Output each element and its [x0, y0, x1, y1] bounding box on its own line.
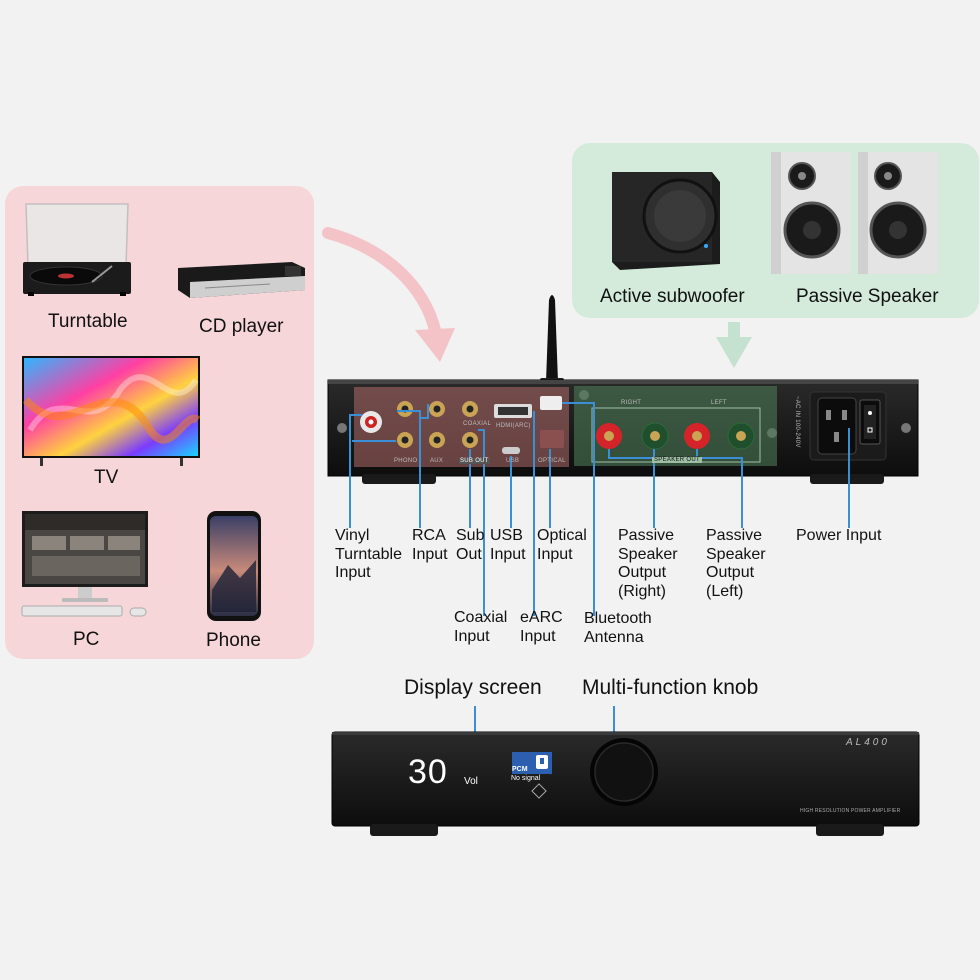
speaker-out-label: SPEAKER OUT: [652, 457, 702, 463]
model-description: HIGH RESOLUTION POWER AMPLIFIER: [800, 808, 901, 814]
callout-power-input: Power Input: [796, 527, 882, 544]
callout-coaxial-input: Coaxial Input: [454, 609, 508, 645]
flow-arrow-green: [716, 322, 752, 368]
callout-passive-speaker-right: Passive Speaker Output (Right): [618, 527, 678, 600]
pc-image: [21, 511, 148, 617]
hdmi-port-label: HDMI(ARC): [496, 423, 531, 429]
no-signal-indicator: No signal: [511, 775, 541, 782]
pc-label: PC: [73, 629, 100, 650]
callout-usb-input: USB Input: [490, 527, 526, 563]
ac-input-rating: ~AC IN 100-240V: [794, 396, 800, 448]
tv-label: TV: [94, 467, 119, 488]
cd-player-label: CD player: [199, 316, 284, 337]
tv-image: [22, 356, 201, 466]
display-screen-label: Display screen: [404, 676, 542, 699]
callout-optical-input: Optical Input: [537, 527, 587, 563]
subwoofer-image: [612, 172, 720, 270]
coaxial-port-label: COAXIAL: [463, 421, 492, 427]
turntable-image: [23, 203, 131, 296]
phono-port-label: PHONO: [394, 458, 418, 464]
callout-lines: [349, 402, 850, 770]
phone-label: Phone: [206, 630, 261, 651]
amplifier-rear-panel: [327, 295, 919, 484]
callout-vinyl-turntable-input: Vinyl Turntable Input: [335, 527, 402, 581]
passive-speaker-label: Passive Speaker: [796, 286, 939, 307]
callout-bluetooth-antenna: Bluetooth Antenna: [584, 610, 652, 646]
phone-image: [207, 511, 261, 621]
right-channel-label: RIGHT: [621, 400, 642, 406]
volume-unit: Vol: [464, 776, 478, 787]
amplifier-front-panel: [331, 731, 920, 836]
aux-port-label: AUX: [430, 458, 444, 464]
volume-readout: 30: [408, 753, 448, 791]
brand-logo: AL400: [846, 737, 890, 748]
cd-player-image: [178, 262, 305, 298]
passive-speakers-image: [771, 152, 938, 274]
multi-function-knob-label: Multi-function knob: [582, 676, 759, 699]
optical-port-label: OPTICAL: [538, 458, 566, 464]
left-channel-label: LEFT: [711, 400, 727, 406]
subwoofer-label: Active subwoofer: [600, 286, 745, 307]
callout-passive-speaker-left: Passive Speaker Output (Left): [706, 527, 766, 600]
callout-sub-out: Sub Out: [456, 527, 485, 563]
pcm-indicator: PCM: [512, 766, 528, 773]
sub-out-port-label: SUB OUT: [459, 458, 490, 464]
flow-arrow-pink: [322, 227, 455, 362]
callout-rca-input: RCA Input: [412, 527, 448, 563]
usb-port-label: USB: [506, 458, 520, 464]
turntable-label: Turntable: [48, 311, 128, 332]
callout-earc-input: eARC Input: [520, 609, 563, 645]
